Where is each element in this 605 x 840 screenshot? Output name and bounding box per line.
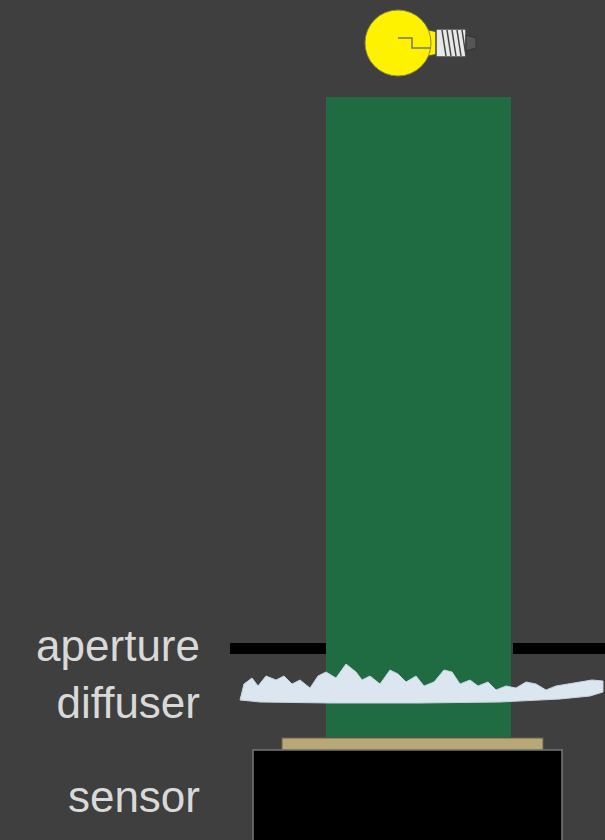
light-beam	[326, 97, 511, 737]
screw-thread	[452, 30, 456, 56]
light-bulb	[365, 10, 476, 76]
screw-thread	[442, 30, 446, 56]
aperture-stop	[513, 643, 605, 654]
screw-thread	[462, 30, 466, 56]
diffuser-sheet	[240, 664, 603, 703]
aperture-stop	[230, 643, 326, 654]
screw-thread	[457, 30, 461, 56]
part-label: diffuser	[57, 681, 201, 725]
part-label: aperture	[36, 624, 200, 668]
part-label: sensor	[68, 775, 200, 819]
screw-thread	[447, 30, 451, 56]
sensor-body	[253, 750, 562, 840]
sensor-window	[282, 738, 543, 750]
